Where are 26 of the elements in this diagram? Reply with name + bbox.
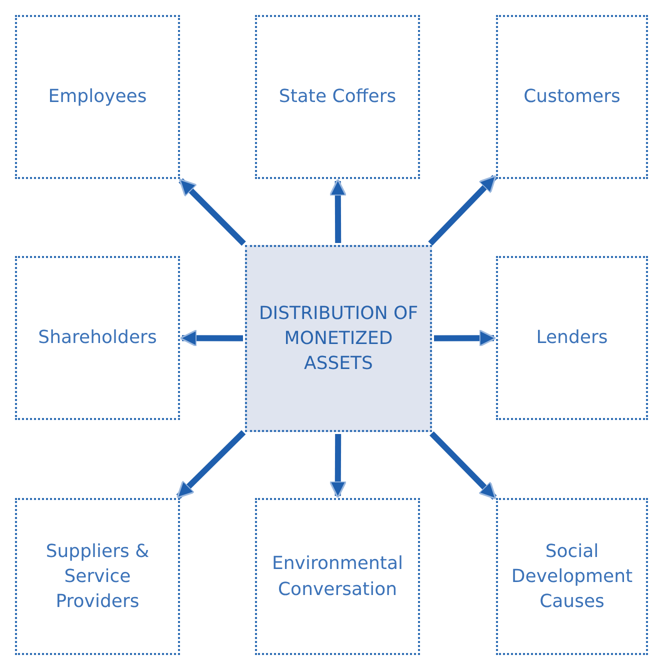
node-label: Suppliers & Service Providers — [44, 540, 150, 614]
recipient-box — [496, 256, 648, 420]
node-label: State Coffers — [278, 85, 398, 110]
node-label: Lenders — [535, 326, 609, 350]
arrow — [329, 434, 347, 498]
node-label: Social Development Causes — [510, 540, 634, 614]
arrow — [176, 430, 246, 499]
node-label: Employees — [47, 85, 148, 110]
node-label: Customers — [522, 85, 622, 110]
recipient-box — [255, 498, 420, 655]
node-label: Environmental Conversation — [271, 552, 404, 602]
arrow — [180, 329, 243, 347]
recipient-box — [255, 15, 420, 179]
arrow — [178, 178, 246, 246]
arrow — [428, 174, 497, 246]
arrow — [434, 329, 496, 347]
central-box — [245, 245, 432, 432]
recipient-box — [496, 498, 648, 655]
recipient-box — [15, 256, 180, 420]
node-label: Shareholders — [37, 326, 158, 350]
recipient-box — [496, 15, 648, 179]
recipient-box — [15, 15, 180, 179]
recipient-box — [15, 498, 180, 655]
node-label: DISTRIBUTION OF MONETIZED ASSETS — [258, 302, 420, 376]
arrow — [429, 431, 497, 500]
arrow — [329, 178, 347, 244]
